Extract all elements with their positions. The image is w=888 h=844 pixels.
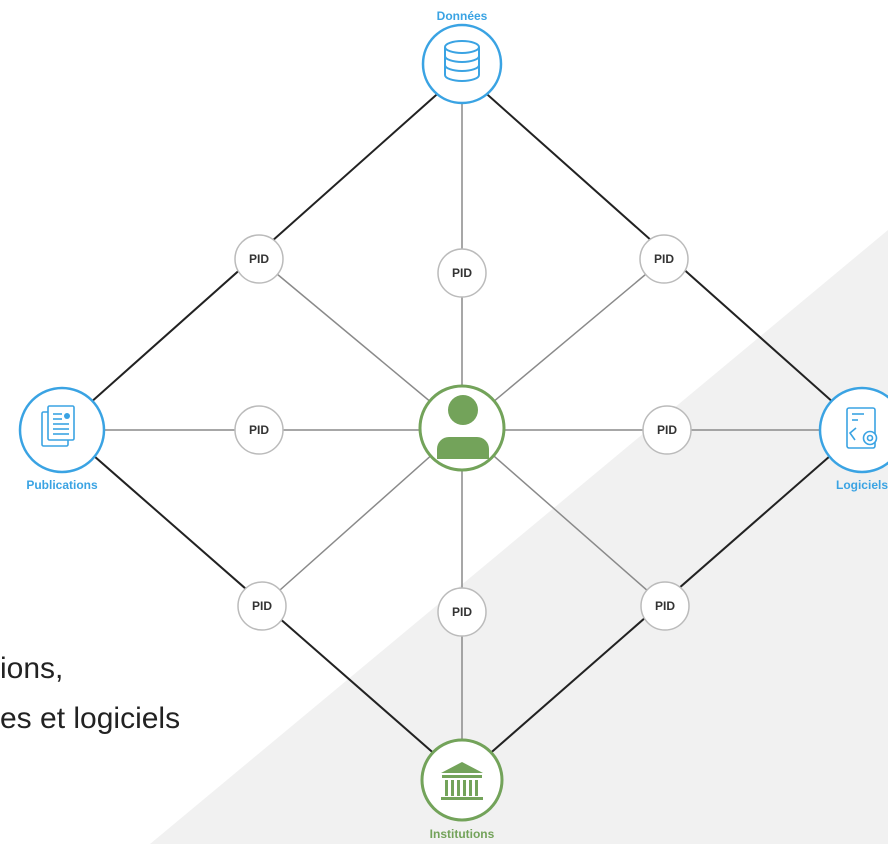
pid-label: PID [452,266,472,280]
database-icon [444,40,480,82]
pid-node-upper-left: PID [234,234,284,284]
person-icon [437,395,489,459]
pid-label: PID [252,599,272,613]
node-center-person [418,384,506,472]
pid-label: PID [657,423,677,437]
pid-label: PID [249,252,269,266]
pid-node-upper-right: PID [639,234,689,284]
pid-node-lower-right: PID [640,581,690,631]
node-donnees: Données [421,9,503,105]
institution-icon [441,762,483,800]
pid-node-bottom-center: PID [437,587,487,637]
pid-label: PID [655,599,675,613]
caption-line-1: ions, [0,652,64,685]
line-center-upper-left [258,258,463,429]
line-center-upper-right [461,258,665,429]
pid-label: PID [452,605,472,619]
pid-node-right: PID [642,405,692,455]
pid-node-lower-left: PID [237,581,287,631]
pid-node-top-center: PID [437,248,487,298]
node-label-logiciels: Logiciels [836,478,888,492]
line-center-lower-right [461,427,666,607]
caption-line-2: es et logiciels [0,702,181,735]
node-label-institutions: Institutions [430,827,495,841]
background-shade [150,230,888,844]
pid-node-left: PID [234,405,284,455]
node-publications: Publications [18,386,106,492]
node-institutions: Institutions [420,738,504,841]
node-logiciels: Logiciels [818,386,888,492]
document-icon [41,405,75,447]
line-center-lower-left [261,427,463,607]
node-label-donnees: Données [437,9,488,23]
pid-label: PID [249,423,269,437]
node-label-publications: Publications [26,478,98,492]
software-icon [846,407,878,449]
pid-label: PID [654,252,674,266]
